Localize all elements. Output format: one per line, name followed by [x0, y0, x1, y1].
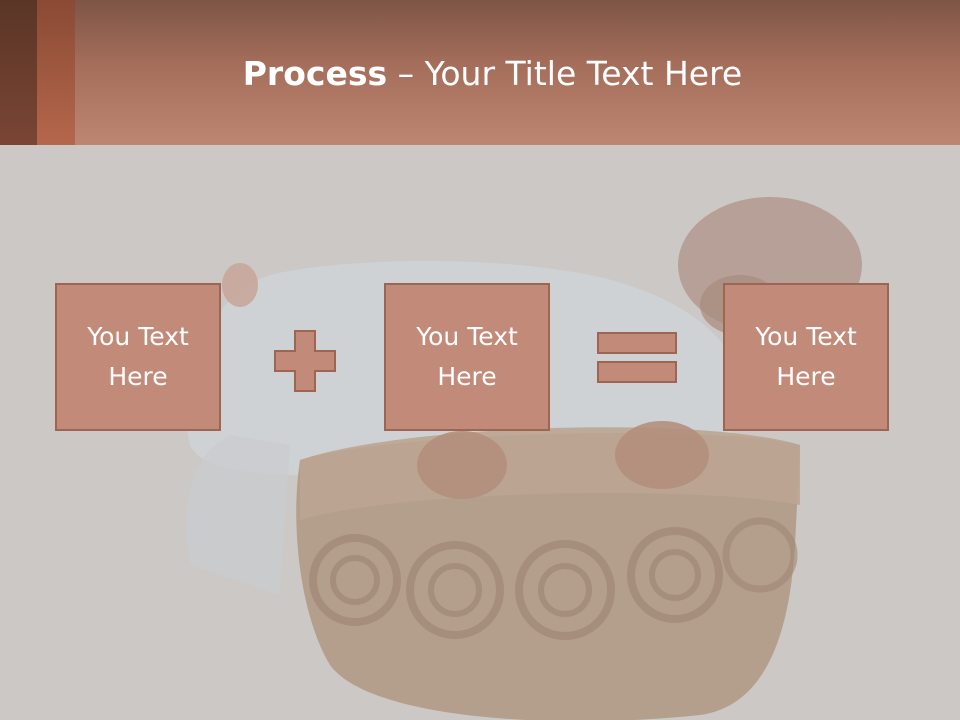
title-bold: Process — [242, 54, 388, 93]
process-box-2-text: You Text Here — [416, 322, 518, 391]
slide-title: Process – Your Title Text Here — [0, 52, 960, 96]
header-stripe-accent — [37, 0, 75, 145]
background-photo-baby-in-basket — [186, 197, 862, 720]
header-banner: Process – Your Title Text Here — [0, 0, 960, 145]
process-box-3[interactable]: You Text Here — [723, 283, 889, 431]
process-box-2[interactable]: You Text Here — [384, 283, 550, 431]
process-box-1[interactable]: You Text Here — [55, 283, 221, 431]
equals-icon — [597, 332, 677, 383]
process-box-1-text: You Text Here — [87, 322, 189, 391]
plus-icon — [274, 330, 336, 392]
header-stripe-dark — [0, 0, 37, 145]
title-rest: – Your Title Text Here — [387, 54, 743, 93]
process-box-3-text: You Text Here — [755, 322, 857, 391]
